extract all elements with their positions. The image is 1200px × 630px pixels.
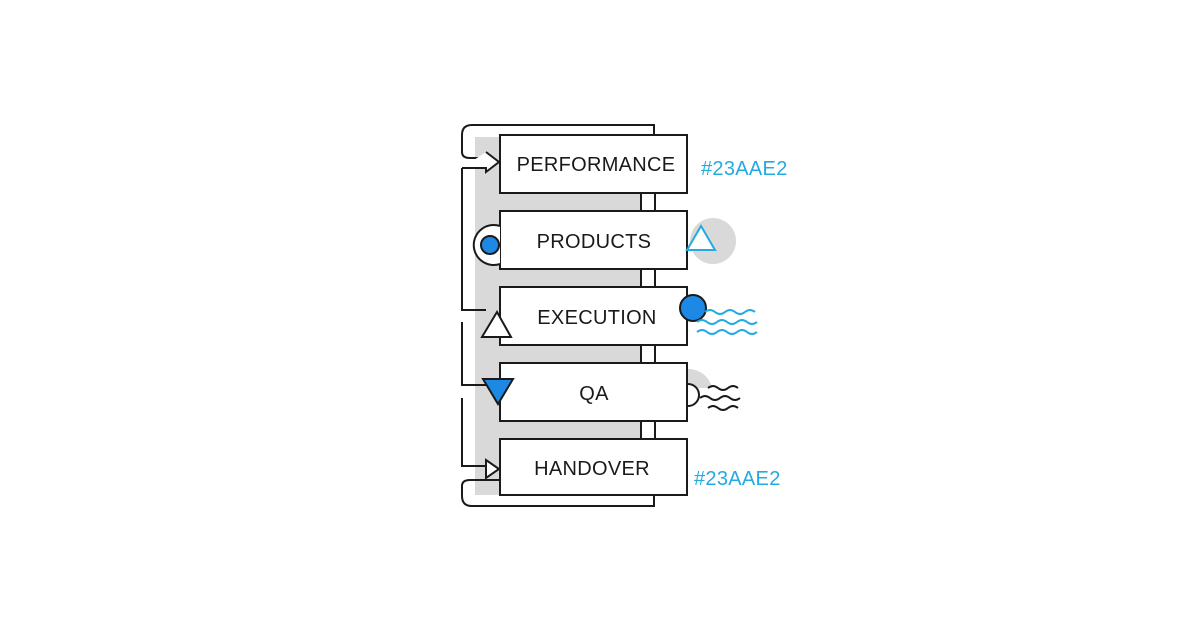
stage-box-products: PRODUCTS [499,210,688,270]
stage-label-products: PRODUCTS [537,231,652,253]
stage-box-execution: EXECUTION [499,286,688,346]
wave-icon [696,309,758,335]
stage-label-execution: EXECUTION [537,307,656,329]
filled-circle-icon [679,294,707,322]
stage-label-handover: HANDOVER [534,458,650,480]
loop-top-path [461,124,655,159]
half-circle-icon [687,368,712,407]
stage-box-qa: QA [499,362,688,422]
arrow-icon [485,458,501,480]
triangle-down-icon [481,378,515,406]
triangle-up-icon [480,310,513,338]
connector-rails [640,193,656,439]
stage-box-handover: HANDOVER [499,438,688,496]
arrow-icon [462,151,501,175]
wave-icon [699,385,741,411]
hex-label-top: #23AAE2 [701,158,788,180]
hex-label-bottom: #23AAE2 [694,468,781,490]
circle-target-icon [472,224,501,266]
stage-label-qa: QA [579,383,609,405]
stage-box-performance: PERFORMANCE [499,134,688,194]
triangle-outline-icon [685,218,736,264]
stage-label-performance: PERFORMANCE [517,154,676,176]
loop-bottom-path [461,479,655,507]
